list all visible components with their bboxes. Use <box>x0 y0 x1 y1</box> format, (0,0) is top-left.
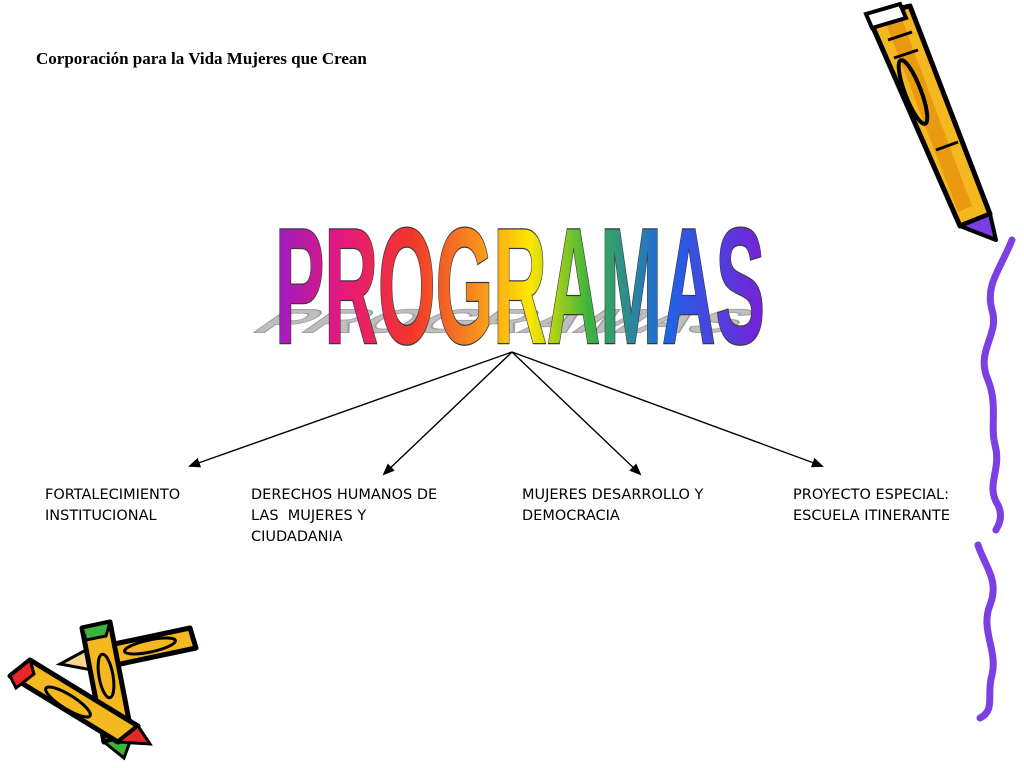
program-derechos-humanos: DERECHOS HUMANOS DE LAS MUJERES Y CIUDAD… <box>251 485 437 548</box>
program-label-line: MUJERES DESARROLLO Y <box>522 487 704 503</box>
crossed-pencils-icon <box>7 619 199 761</box>
program-label-line: LAS MUJERES Y <box>251 508 367 524</box>
programas-title: PROGRAMAS <box>275 194 765 378</box>
right-edge-squiggle-lower <box>974 541 997 722</box>
arrow-fortalecimiento <box>188 351 513 468</box>
program-proyecto-especial: PROYECTO ESPECIAL: ESCUELA ITINERANTE <box>793 485 950 527</box>
program-label-line: FORTALECIMIENTO <box>45 487 181 503</box>
arrow-proyecto-especial <box>511 351 824 468</box>
program-label-line: DEMOCRACIA <box>522 508 620 524</box>
pencil-icon <box>863 1 998 242</box>
program-label-line: ESCUELA ITINERANTE <box>793 508 950 524</box>
program-label-line: DERECHOS HUMANOS DE <box>251 487 438 503</box>
program-label-line: INSTITUCIONAL <box>45 508 157 524</box>
arrow-derechos-humanos <box>382 351 513 476</box>
organization-title: Corporación para la Vida Mujeres que Cre… <box>36 49 367 68</box>
arrow-mujeres-desarrollo <box>511 351 642 476</box>
program-label-line: CIUDADANIA <box>251 529 343 545</box>
connector-arrows <box>188 351 824 476</box>
program-fortalecimiento-institucional: FORTALECIMIENTO INSTITUCIONAL <box>45 485 180 527</box>
program-mujeres-desarrollo-democracia: MUJERES DESARROLLO Y DEMOCRACIA <box>522 485 703 527</box>
right-edge-squiggle <box>980 236 1016 534</box>
program-label-line: PROYECTO ESPECIAL: <box>793 487 950 503</box>
svg-text:PROGRAMAS: PROGRAMAS <box>239 303 772 340</box>
wordart-shadow: PROGRAMAS <box>238 302 773 341</box>
